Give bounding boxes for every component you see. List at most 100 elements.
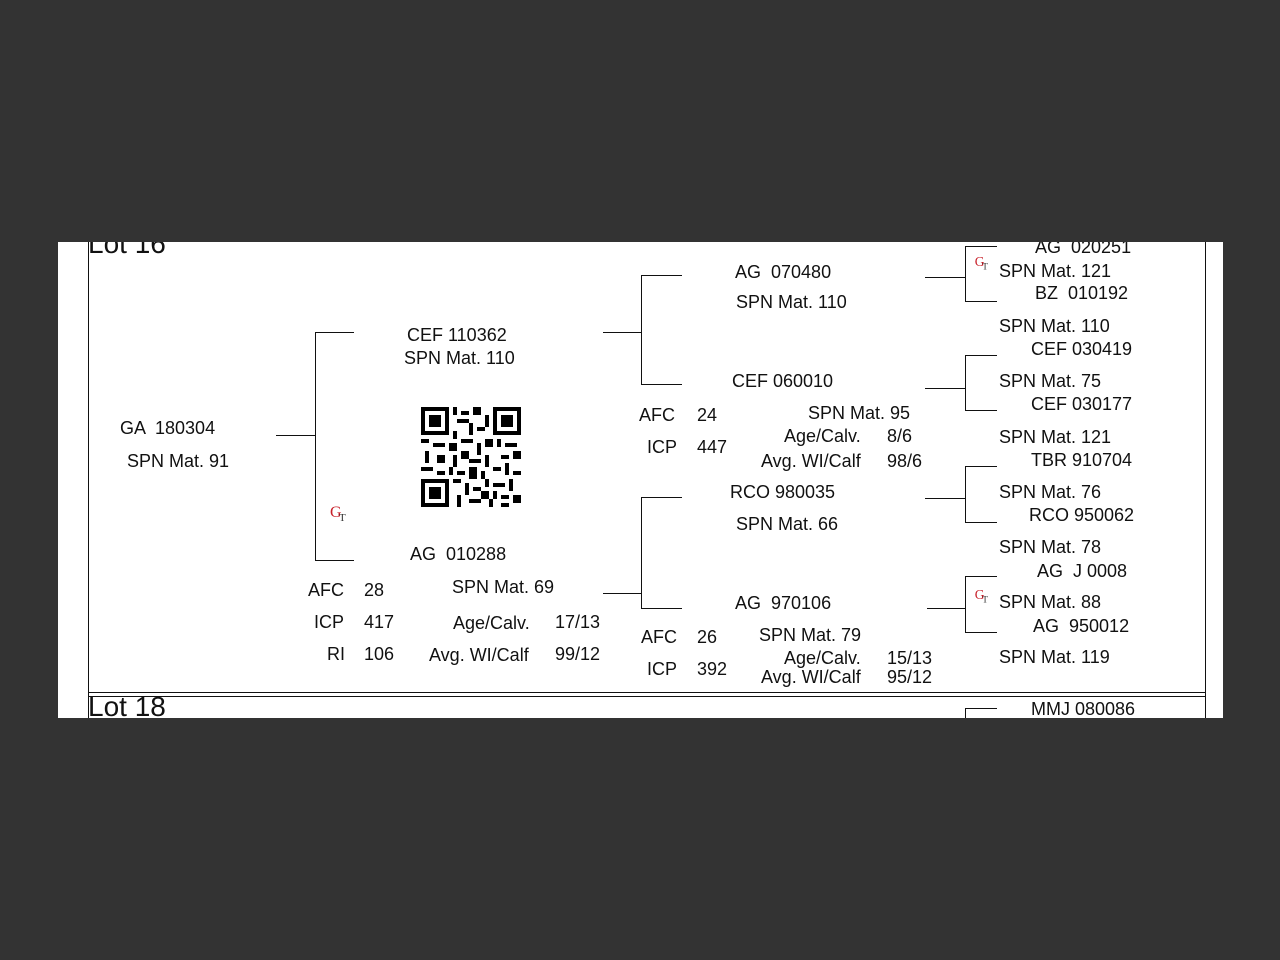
connector — [641, 275, 642, 385]
connector — [965, 301, 997, 302]
dd-avg-wi-label: Avg. WI/Calf — [761, 667, 861, 687]
animal-ri-value: 106 — [364, 644, 395, 664]
connector — [315, 560, 354, 561]
connector — [965, 246, 966, 302]
connector — [965, 410, 997, 411]
gen3-spn: SPN Mat. 119 — [999, 647, 1110, 667]
sd-avg-wi-label: Avg. WI/Calf — [761, 451, 861, 471]
dam-spn: SPN Mat. 69 — [452, 577, 555, 597]
gen3-spn: SPN Mat. 110 — [999, 316, 1110, 336]
connector — [965, 632, 997, 633]
connector — [641, 497, 642, 609]
dam-age-calv-value: 17/13 — [555, 612, 601, 632]
animal-afc-value: 28 — [364, 580, 385, 600]
gt-logo-icon: G — [975, 715, 985, 718]
dam-id: AG 010288 — [410, 544, 507, 564]
connector — [965, 708, 997, 709]
connector — [965, 522, 997, 523]
dd-age-calv-value: 15/13 — [887, 648, 933, 668]
connector — [641, 497, 682, 498]
ds-id: RCO 980035 — [730, 482, 836, 502]
animal-afc-label: AFC — [308, 580, 344, 600]
connector — [927, 608, 965, 609]
connector — [965, 246, 997, 247]
gt-logo-icon: G T — [975, 254, 989, 273]
dam-avg-wi-value: 99/12 — [555, 644, 601, 664]
sd-id: CEF 060010 — [732, 371, 834, 391]
gen3-spn: SPN Mat. 76 — [999, 482, 1102, 502]
left-border — [88, 242, 89, 718]
gen3-id: CEF 030419 — [1031, 339, 1133, 359]
lot-title: Lot 16 — [88, 242, 166, 259]
svg-text:G: G — [330, 504, 342, 521]
ss-id: AG 070480 — [735, 262, 832, 282]
connector — [965, 708, 966, 718]
svg-text:T: T — [982, 263, 988, 273]
sd-age-calv-label: Age/Calv. — [784, 426, 861, 446]
svg-text:G: G — [975, 254, 985, 269]
svg-text:G: G — [975, 715, 985, 718]
animal-id: GA 180304 — [120, 418, 216, 438]
gt-logo-icon: G T — [975, 587, 989, 606]
dd-icp-value: 392 — [697, 659, 728, 679]
dd-afc-label: AFC — [641, 627, 677, 647]
svg-text:T: T — [339, 512, 346, 524]
animal-spn: SPN Mat. 91 — [127, 451, 230, 471]
svg-text:T: T — [982, 596, 988, 606]
sd-avg-wi-value: 98/6 — [887, 451, 923, 471]
dd-id: AG 970106 — [735, 593, 832, 613]
gen3-id: CEF 030177 — [1031, 394, 1133, 414]
animal-ri-label: RI — [327, 644, 345, 664]
connector — [965, 466, 966, 523]
connector — [603, 332, 641, 333]
dd-spn: SPN Mat. 79 — [759, 625, 862, 645]
connector — [925, 388, 965, 389]
connector — [965, 355, 997, 356]
ss-spn: SPN Mat. 110 — [736, 292, 847, 312]
dd-afc-value: 26 — [697, 627, 718, 647]
sd-age-calv-value: 8/6 — [887, 426, 913, 446]
gen3-id: BZ 010192 — [1035, 283, 1129, 303]
gen3-id: TBR 910704 — [1031, 450, 1133, 470]
connector — [925, 277, 965, 278]
sd-afc-value: 24 — [697, 405, 718, 425]
connector — [641, 608, 682, 609]
gen3-id: AG 020251 — [1035, 242, 1132, 257]
sire-id: CEF 110362 — [407, 325, 507, 345]
qr-code — [421, 407, 521, 507]
lot-title: Lot 18 — [88, 691, 166, 719]
dd-avg-wi-value: 95/12 — [887, 667, 933, 687]
connector — [965, 576, 997, 577]
gen3-id: AG J 0008 — [1037, 561, 1128, 581]
pedigree-page: Lot 16 GA 180304 SPN Mat. 91 AFC 28 ICP … — [58, 242, 1223, 718]
connector — [641, 384, 682, 385]
gen3-id: MMJ 080086 — [1031, 699, 1136, 718]
dam-avg-wi-label: Avg. WI/Calf — [429, 645, 529, 665]
connector — [276, 435, 316, 436]
dd-icp-label: ICP — [647, 659, 678, 679]
sd-icp-value: 447 — [697, 437, 728, 457]
dam-age-calv-label: Age/Calv. — [453, 613, 530, 633]
gen3-id: AG 950012 — [1033, 616, 1130, 636]
gen3-spn: SPN Mat. 121 — [999, 427, 1112, 447]
ds-spn: SPN Mat. 66 — [736, 514, 839, 534]
gen3-spn: SPN Mat. 78 — [999, 537, 1102, 557]
connector — [641, 275, 682, 276]
gen3-id: RCO 950062 — [1029, 505, 1135, 525]
dd-age-calv-label: Age/Calv. — [784, 648, 861, 668]
gen3-spn: SPN Mat. 88 — [999, 592, 1102, 612]
connector — [315, 332, 354, 333]
svg-text:G: G — [975, 587, 985, 602]
connector — [965, 466, 997, 467]
lot-divider-bottom — [88, 696, 1206, 697]
gen3-spn: SPN Mat. 75 — [999, 371, 1102, 391]
gt-logo-icon: G T — [330, 504, 346, 524]
lot-divider-top — [88, 692, 1206, 693]
right-border — [1205, 242, 1206, 718]
connector — [925, 498, 965, 499]
sire-spn: SPN Mat. 110 — [404, 348, 515, 368]
sd-icp-label: ICP — [647, 437, 678, 457]
animal-icp-label: ICP — [314, 612, 345, 632]
connector — [315, 332, 316, 561]
connector — [965, 576, 966, 633]
